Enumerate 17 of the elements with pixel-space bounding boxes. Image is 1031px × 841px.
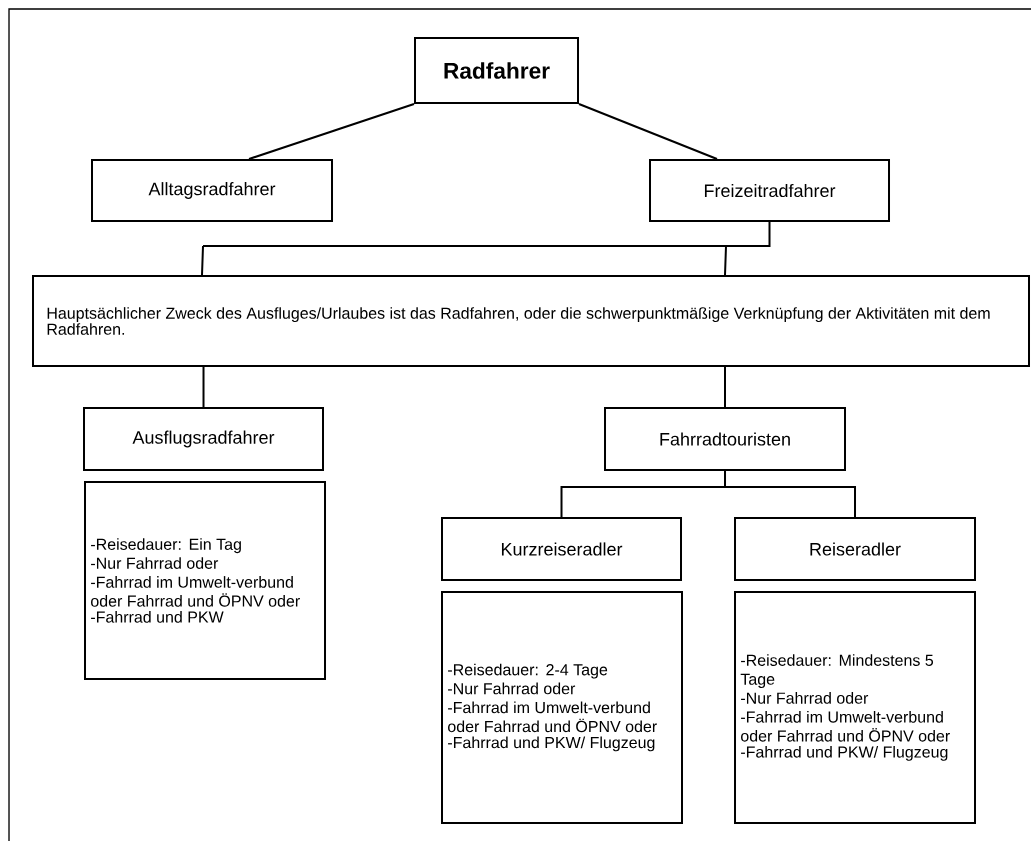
connector-line [248,103,415,160]
connector-line [724,470,856,518]
connector-line [202,366,205,408]
criteria-box: -Reisedauer: 2-4 Tage -Nur Fahrrad oder -Fahrrad im Umwelt-verbund oder Fahrrad und ÖPNV oder -Fahrrad und PKW/ Flugzeug [441,591,683,824]
definition-box: Hauptsächlicher Zweck des Ausfluges/Urlaubes ist das Radfahren, oder die schwerpunktmäßige Verknüpfung der Aktivitäten mit dem Radfahren. [32,275,1030,367]
category-box: Ausflugsradfahrer [83,407,324,471]
connector-line [201,221,771,276]
category-box: Alltagsradfahrer [91,159,333,222]
category-box: Kurzreiseradler [441,517,682,581]
category-box: Freizeitradfahrer [649,159,890,222]
category-box: Fahrradtouristen [604,407,846,471]
connector-line [578,103,718,160]
criteria-box: -Reisedauer: Ein Tag -Nur Fahrrad oder -Fahrrad im Umwelt-verbund oder Fahrrad und ÖPNV oder -Fahrrad und PKW [84,481,326,680]
criteria-box: -Reisedauer: Mindestens 5 Tage -Nur Fahrrad oder -Fahrrad im Umwelt-verbund oder Fahrrad und ÖPNV oder -Fahrrad und PKW/ Flugzeug [734,591,976,824]
connector-line [724,366,726,408]
title-box: Radfahrer [414,37,579,104]
category-box: Reiseradler [734,517,976,581]
